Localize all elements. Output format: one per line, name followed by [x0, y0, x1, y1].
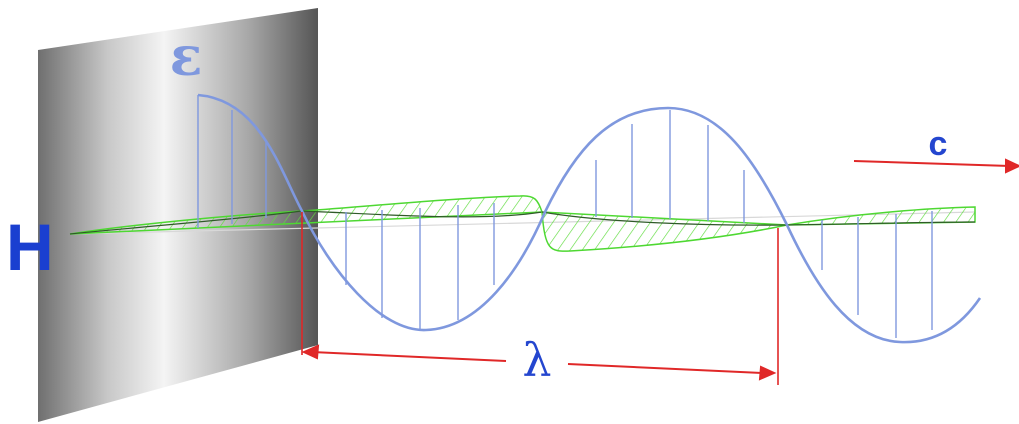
- electric-field-vectors: [197, 95, 933, 338]
- wavelength-label: λ: [522, 333, 551, 387]
- magnetic-field-label: H: [6, 210, 54, 284]
- electric-wave: [197, 93, 982, 344]
- wavelength-arrow: [301, 344, 777, 381]
- reflective-panel: [38, 8, 318, 422]
- speed-arrow: [853, 158, 1019, 174]
- speed-label: c: [929, 125, 948, 163]
- propagation-axis: [69, 211, 976, 235]
- electric-field-label: ε: [170, 24, 203, 88]
